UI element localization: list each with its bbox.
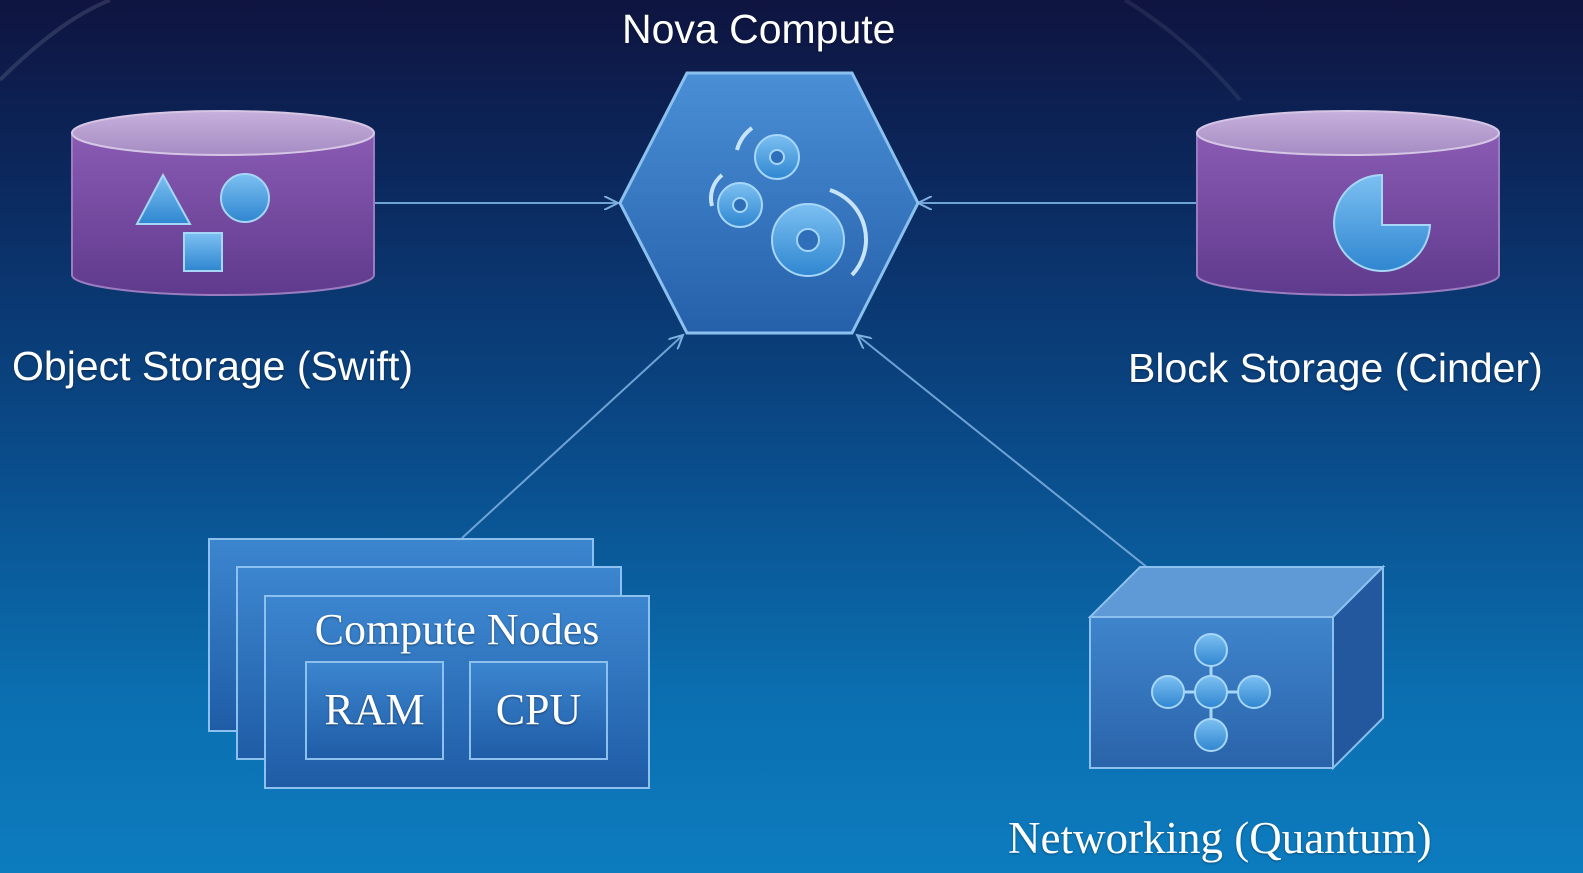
shapes-icon [135,172,270,272]
object-storage-cylinder[interactable] [71,110,375,296]
object-storage-label: Object Storage (Swift) [12,343,414,389]
edge-networking-to-nova [857,335,1149,569]
networking-box[interactable] [1087,564,1386,771]
compute-nodes-title: Compute Nodes [314,605,600,654]
cpu-box [469,661,608,760]
compute-nodes-stack[interactable] [208,538,650,789]
cpu-label: CPU [495,685,582,734]
edge-compute-nodes-to-nova [461,335,683,539]
ram-box [305,661,444,760]
nova-compute-hexagon[interactable] [618,71,920,335]
nova-compute-label: Nova Compute [622,6,896,52]
ram-label: RAM [324,685,425,734]
background-arc [1123,0,1242,102]
block-storage-label: Block Storage (Cinder) [1128,345,1543,391]
gears-icon [708,126,868,277]
pie-chart-icon [1333,173,1432,272]
networking-label: Networking (Quantum) [1008,813,1432,863]
block-storage-cylinder[interactable] [1196,110,1500,296]
background-arc [0,0,111,82]
network-nodes-icon [1151,633,1271,752]
